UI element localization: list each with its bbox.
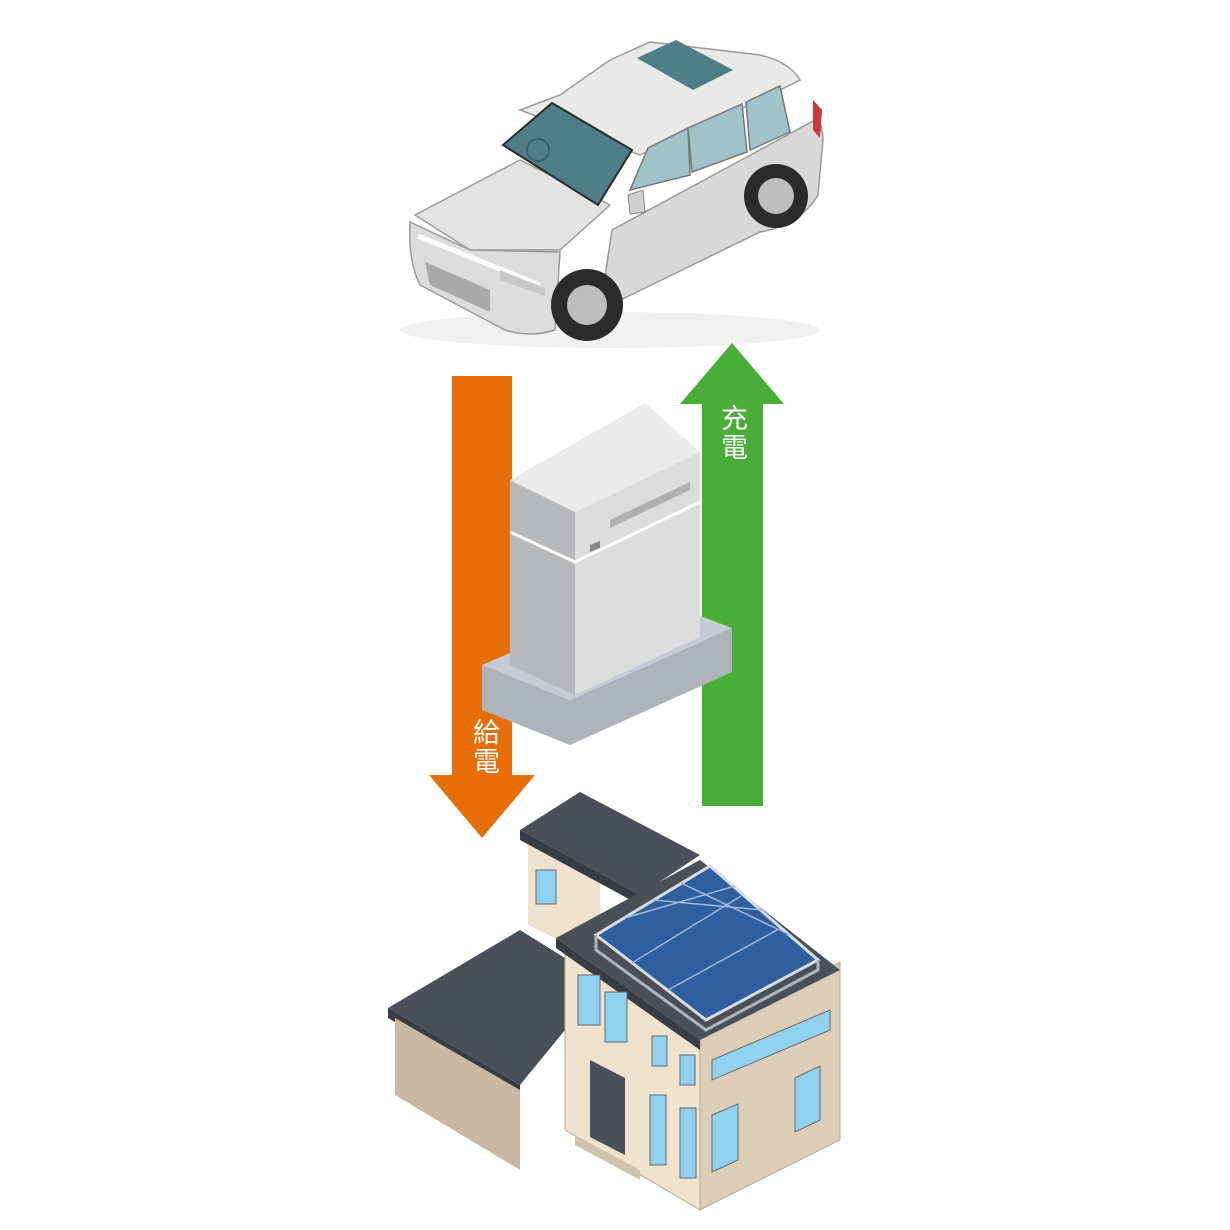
electric-car-icon — [400, 40, 824, 348]
supply-arrow — [429, 376, 535, 838]
supply-arrow-label: 給電 — [468, 718, 499, 776]
charge-arrow-label: 充電 — [716, 404, 747, 462]
solar-panel-icon — [593, 864, 821, 1032]
home-battery-storage-icon — [482, 403, 732, 745]
front-door — [590, 1060, 625, 1155]
solar-house-icon — [388, 792, 841, 1211]
charge-arrow — [680, 343, 784, 806]
